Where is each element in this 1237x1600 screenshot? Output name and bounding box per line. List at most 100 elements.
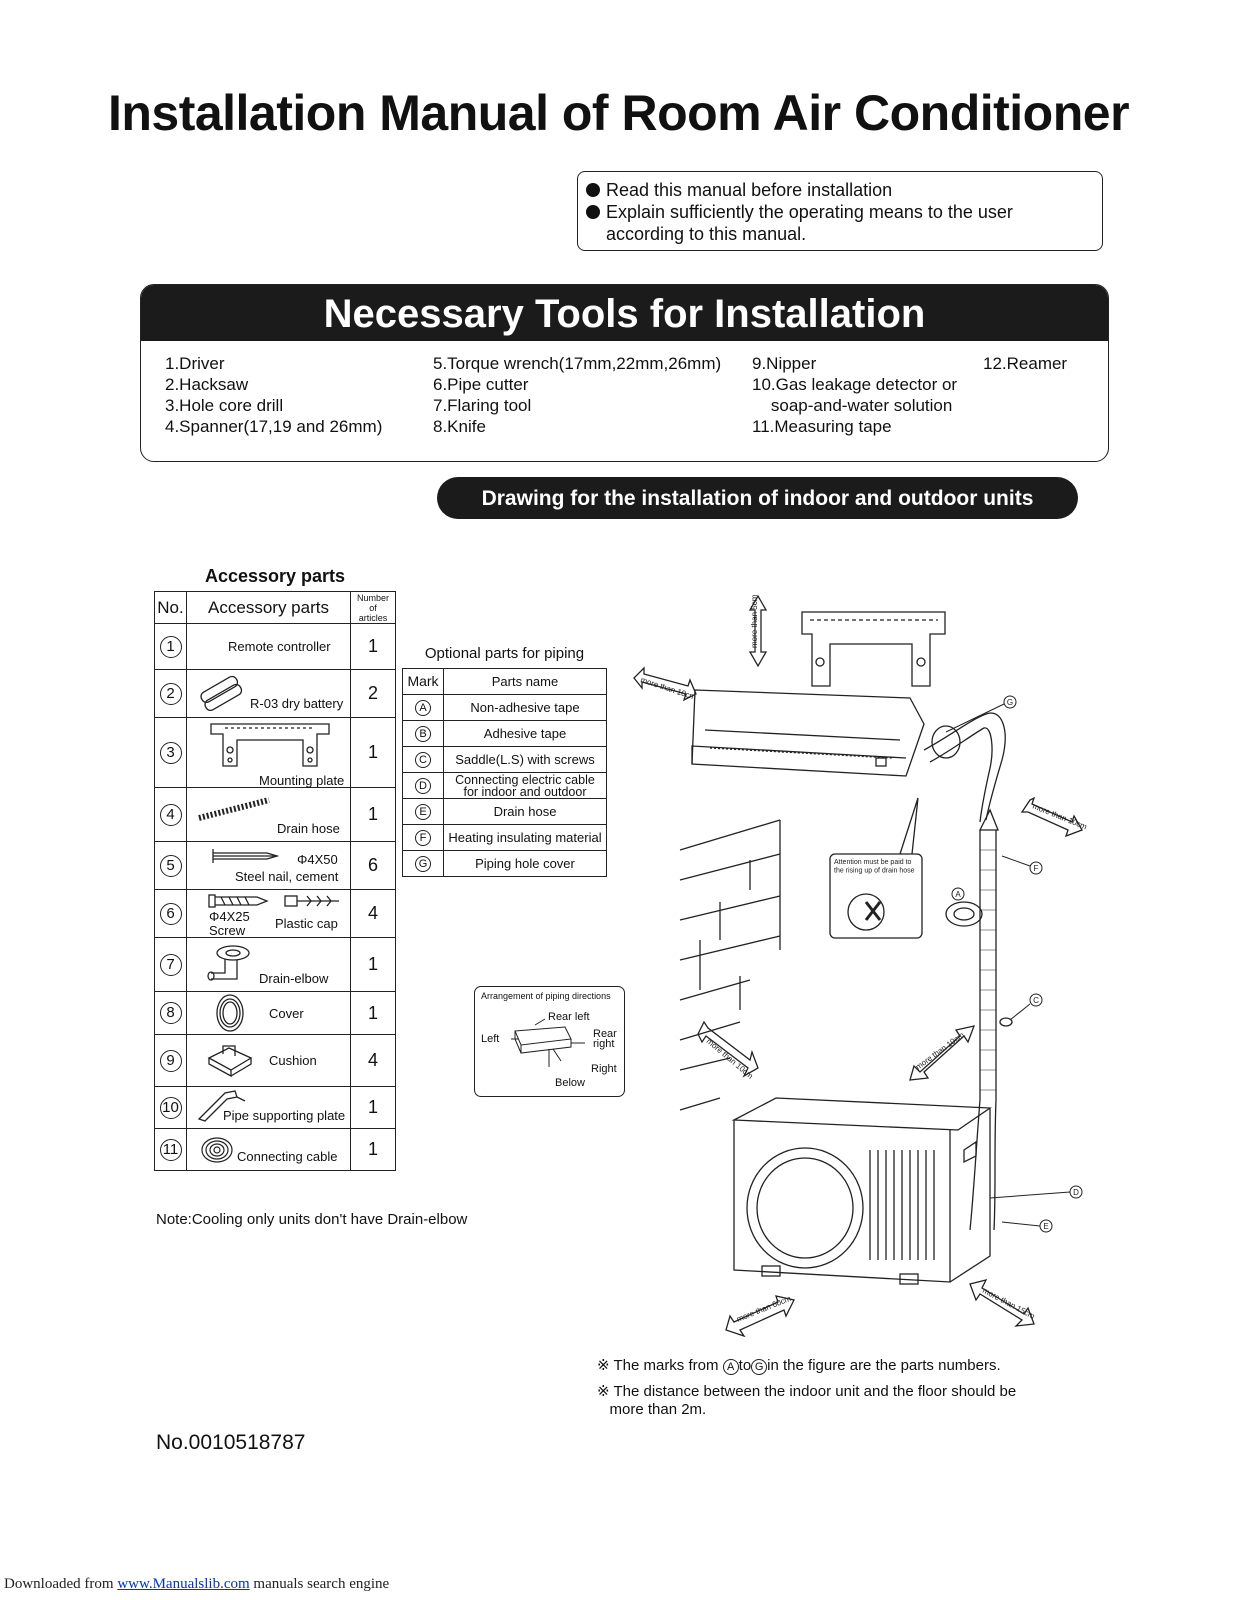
- directions-title: Arrangement of piping directions: [481, 991, 611, 1001]
- part-spec: Φ4X50: [297, 852, 338, 867]
- optional-parts-title: Optional parts for piping: [424, 645, 585, 662]
- bullet-icon: [586, 205, 600, 219]
- optional-part-name: Piping hole cover: [443, 850, 607, 877]
- tool-item: 3.Hole core drill: [165, 396, 284, 415]
- table-row: 4 Drain hose 1: [154, 787, 396, 842]
- side-clearance-label: more than 15cm: [981, 1286, 1037, 1321]
- part-qty: 1: [350, 937, 396, 992]
- table-row: 8 Cover 1: [154, 991, 396, 1035]
- footer-prefix: Downloaded from: [4, 1576, 118, 1592]
- left-clearance-label: more than 10cm: [639, 675, 697, 702]
- tool-item: 4.Spanner(17,19 and 26mm): [165, 417, 383, 436]
- tools-column-2: 5.Torque wrench(17mm,22mm,26mm) 6.Pipe c…: [433, 353, 721, 437]
- manualslib-link[interactable]: www.Manualslib.com: [117, 1576, 250, 1592]
- tool-item: 12.Reamer: [983, 354, 1068, 373]
- row-number: 1: [159, 635, 182, 658]
- mark-badge: G: [751, 1359, 768, 1375]
- notice-text: Read this manual before installation: [606, 180, 893, 200]
- tool-item: 1.Driver: [165, 354, 225, 373]
- mark-d-label: D: [1073, 1188, 1079, 1197]
- row-number: 4: [159, 803, 182, 826]
- cable-coil-icon: [201, 1137, 233, 1163]
- tool-item: 2.Hacksaw: [165, 375, 249, 394]
- drawing-banner: Drawing for the installation of indoor a…: [437, 477, 1078, 519]
- part-qty: 2: [350, 669, 396, 718]
- direction-below: Below: [555, 1077, 585, 1089]
- tools-panel: Necessary Tools for Installation 1.Drive…: [140, 284, 1109, 462]
- part-name: Mounting plate: [259, 773, 345, 788]
- part-qty: 4: [350, 889, 396, 938]
- notice-item: Explain sufficiently the operating means…: [586, 201, 1092, 245]
- row-number: 7: [159, 953, 182, 976]
- drain-hose-icon: [198, 797, 270, 821]
- indoor-unit-sketch: [511, 1018, 585, 1067]
- page-title: Installation Manual of Room Air Conditio…: [107, 85, 1130, 141]
- row-number: 2: [159, 682, 182, 705]
- part-qty: 1: [350, 1086, 396, 1129]
- table-row: 11 Connecting cable 1: [154, 1128, 396, 1171]
- mounting-plate-drawing: [801, 611, 946, 687]
- notice-box: Read this manual before installation Exp…: [577, 171, 1103, 251]
- optional-part-name: Drain hose: [443, 798, 607, 825]
- mark-badge: D: [415, 777, 431, 794]
- tool-item: 9.Nipper: [752, 354, 817, 373]
- header-qty: Number of articles: [350, 591, 396, 624]
- table-row: 1 Remote controller 1: [154, 623, 396, 670]
- table-header-row: Mark Parts name: [402, 668, 607, 695]
- footnote-text: in the figure are the parts numbers.: [767, 1357, 1001, 1374]
- part-name: Remote controller: [228, 639, 331, 654]
- mark-badge: A: [415, 699, 431, 716]
- direction-left: Left: [481, 1033, 500, 1045]
- download-footer: Downloaded from www.Manualslib.com manua…: [4, 1576, 389, 1593]
- row-number: 8: [159, 1002, 182, 1024]
- part-name: Drain-elbow: [259, 971, 329, 986]
- notice-item: Read this manual before installation: [586, 179, 1092, 201]
- part-spec: Screw: [209, 923, 246, 938]
- installation-diagram: more than 5cm more than 10cm more than 1…: [633, 594, 1089, 1338]
- table-row: 2 R-03 dry battery 2: [154, 669, 396, 718]
- row-number: 6: [159, 902, 182, 925]
- table-row: 6 Φ4X25 Screw Plastic cap 4: [154, 889, 396, 938]
- header-parts-name: Parts name: [443, 668, 607, 695]
- mark-g-label: G: [1007, 698, 1013, 707]
- optional-part-name: Saddle(L.S) with screws: [443, 746, 607, 773]
- tool-item: soap-and-water solution: [752, 396, 953, 415]
- table-row: G Piping hole cover: [402, 850, 607, 877]
- part-qty: 1: [350, 623, 396, 670]
- screw-icon: [208, 894, 269, 908]
- mark-f-label: F: [1034, 864, 1039, 873]
- row-number: 5: [159, 854, 182, 877]
- part-qty: 1: [350, 1128, 396, 1171]
- battery-icon: [200, 675, 243, 712]
- direction-rear-left: Rear left: [548, 1011, 590, 1023]
- direction-right: Right: [591, 1063, 617, 1075]
- header-name: Accessory parts: [186, 591, 351, 624]
- top-clearance-label: more than 5cm: [750, 594, 759, 648]
- footer-suffix: manuals search engine: [249, 1576, 390, 1592]
- outdoor-unit-drawing: [731, 1097, 992, 1131]
- footnote-text: ※ The marks from: [597, 1357, 719, 1374]
- header-no: No.: [154, 591, 187, 624]
- row-number: 3: [159, 741, 182, 764]
- piping-directions-box: Arrangement of piping directions Rear le…: [474, 986, 625, 1097]
- row-number: 10: [159, 1096, 182, 1119]
- tools-heading: Necessary Tools for Installation: [141, 285, 1108, 341]
- part-name: Plastic cap: [275, 916, 338, 931]
- cushion-icon: [207, 1045, 253, 1078]
- mark-e-label: E: [1043, 1222, 1048, 1231]
- cover-icon: [216, 994, 244, 1032]
- tool-item: 11.Measuring tape: [752, 417, 892, 436]
- bullet-icon: [586, 183, 600, 197]
- part-qty: 4: [350, 1034, 396, 1087]
- part-qty: 1: [350, 787, 396, 842]
- mark-badge: G: [415, 855, 431, 872]
- table-header-row: No. Accessory parts Number of articles: [154, 591, 396, 624]
- part-name: R-03 dry battery: [250, 696, 344, 711]
- table-row: 9 Cushion 4: [154, 1034, 396, 1087]
- row-number: 9: [159, 1049, 182, 1072]
